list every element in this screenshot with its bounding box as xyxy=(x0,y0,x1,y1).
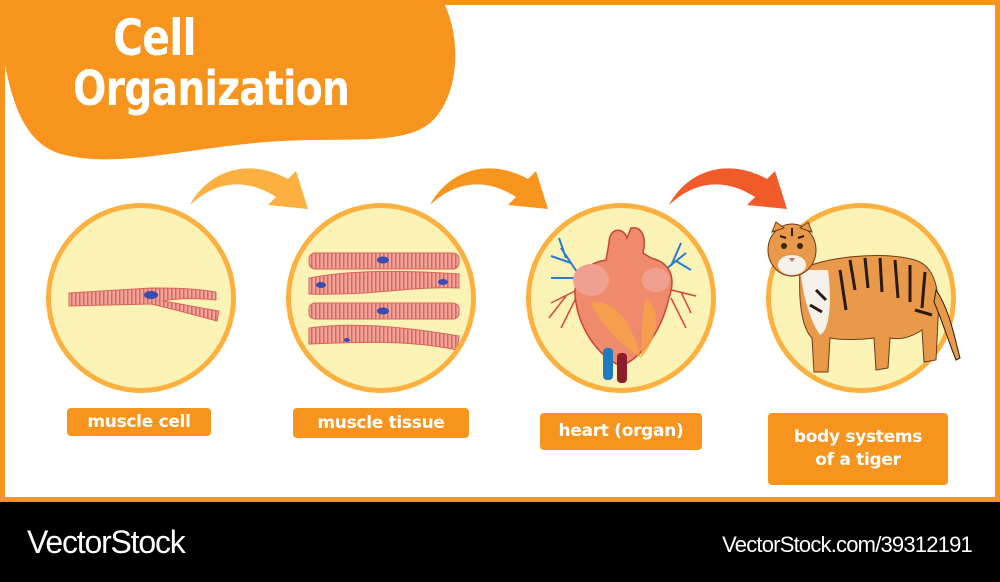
muscle-cell-circle xyxy=(46,203,236,393)
muscle-cell-icon xyxy=(68,287,220,322)
label-text: heart (organ) xyxy=(558,421,684,442)
arrow-icon xyxy=(190,168,308,209)
heart-icon xyxy=(548,227,697,383)
label-muscle-tissue: muscle tissue xyxy=(293,408,469,438)
diagram-canvas: Cell Organization xyxy=(5,5,995,497)
title-line-1: Cell xyxy=(113,9,197,67)
muscle-tissue-icon xyxy=(308,252,460,351)
muscle-tissue-circle xyxy=(286,203,476,393)
label-text-line-1: body systems xyxy=(793,427,923,448)
label-text-line-2: of a tiger xyxy=(815,450,901,470)
brand-logo: VectorStock xyxy=(27,524,186,560)
page-title: Cell Organization xyxy=(73,13,410,113)
brand-url: VectorStock.com/39312191 xyxy=(722,532,973,557)
footer-bar: VectorStock VectorStock.com/39312191 xyxy=(0,502,1000,582)
arrow-icon xyxy=(669,168,787,209)
label-text: muscle tissue xyxy=(317,412,445,433)
title-line-2: Organization xyxy=(73,61,350,117)
title-blob-shape xyxy=(5,5,456,160)
label-muscle-cell: muscle cell xyxy=(67,408,211,436)
tiger-icon xyxy=(767,221,961,373)
label-heart-organ: heart (organ) xyxy=(540,413,702,450)
arrow-icon xyxy=(430,168,548,209)
label-body-systems: body systems of a tiger xyxy=(768,413,948,485)
heart-circle xyxy=(526,203,716,393)
label-text: muscle cell xyxy=(87,411,191,432)
